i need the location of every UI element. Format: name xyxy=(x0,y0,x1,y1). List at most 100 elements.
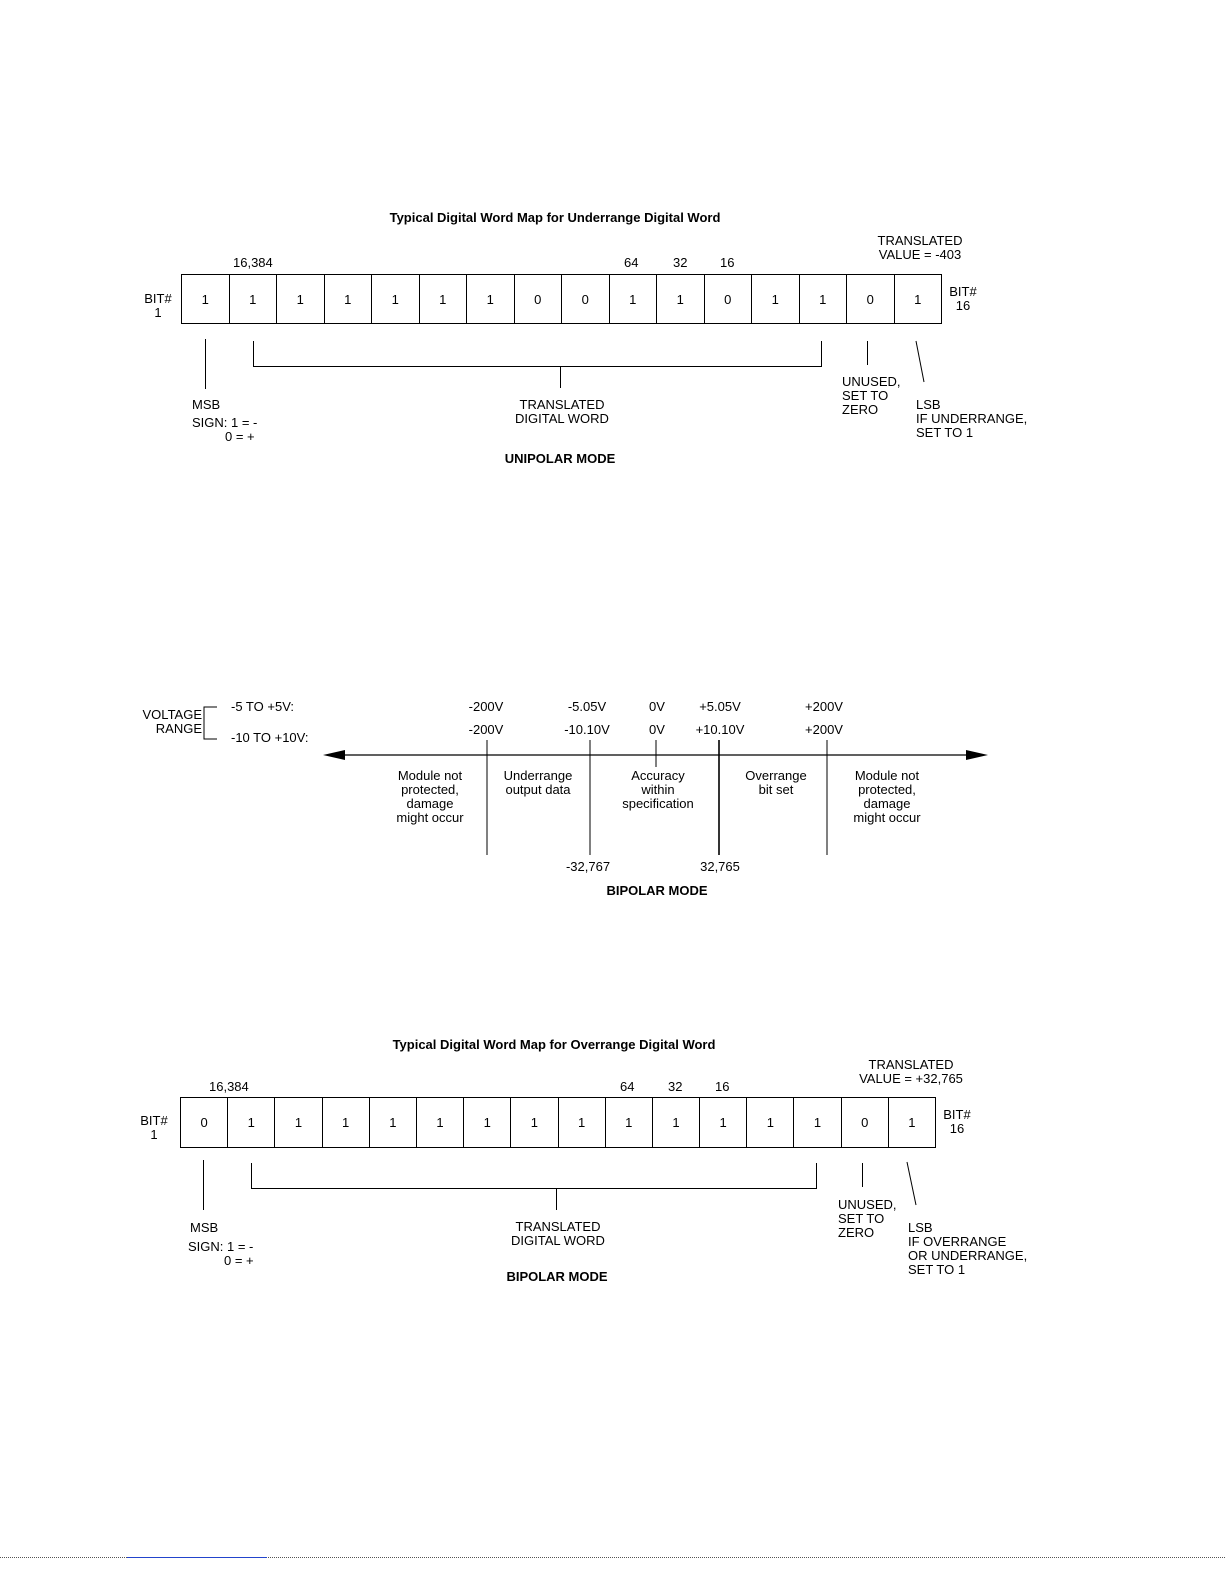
footer-link-underline xyxy=(127,1557,267,1558)
unipolar-sign-line2: 0 = + xyxy=(225,429,255,444)
bit-cell-6: 1 xyxy=(418,274,467,324)
bottom-label-negative: -32,767 xyxy=(565,859,611,874)
bipolar-sign-line1: SIGN: 1 = - xyxy=(188,1239,254,1254)
bit-cell-2: 1 xyxy=(228,274,277,324)
bipolar-weight-32: 32 xyxy=(668,1079,683,1094)
region-overrange: Overrange bit set xyxy=(745,768,807,797)
bipolar-bracket-bar xyxy=(251,1188,817,1189)
bipolar-unused-leader xyxy=(862,1163,863,1187)
unipolar-lsb-label: LSB IF UNDERRANGE, SET TO 1 xyxy=(916,397,1028,440)
bipolar-weight-16384: 16,384 xyxy=(209,1079,249,1094)
bit-cell-13: 1 xyxy=(751,274,800,324)
top-label-5v-5: +200V xyxy=(805,699,843,714)
bit-cell-10: 1 xyxy=(608,274,657,324)
bipolar-msb-label: MSB xyxy=(190,1220,219,1235)
bipolar-weight-64: 64 xyxy=(620,1079,635,1094)
bipolar-bit-last: BIT# 16 xyxy=(943,1107,971,1136)
unipolar-bracket-left xyxy=(253,341,254,367)
bit-cell-14: 1 xyxy=(793,1097,842,1148)
unipolar-msb-leader xyxy=(205,339,206,389)
bit-cell-2: 1 xyxy=(227,1097,276,1148)
bit-cell-16: 1 xyxy=(887,1097,936,1148)
unipolar-bracket-bar xyxy=(253,366,822,367)
bit-cell-7: 1 xyxy=(466,274,515,324)
unipolar-msb-label: MSB xyxy=(192,397,221,412)
bit-cell-12: 0 xyxy=(703,274,752,324)
bipolar-sign-line2: 0 = + xyxy=(224,1253,254,1268)
unipolar-translated-value: TRANSLATED VALUE = -403 xyxy=(877,233,963,262)
bipolar-title: Typical Digital Word Map for Overrange D… xyxy=(392,1037,716,1052)
bit-cell-5: 1 xyxy=(368,1097,417,1148)
top-label-10v-1: -200V xyxy=(468,722,504,737)
bit-cell-8: 0 xyxy=(513,274,562,324)
unipolar-unused-leader xyxy=(867,341,868,365)
bit-cell-5: 1 xyxy=(371,274,420,324)
bipolar-bracket-left xyxy=(251,1163,252,1189)
bipolar-axis-mode-label: BIPOLAR MODE xyxy=(606,883,708,898)
unipolar-mode-label: UNIPOLAR MODE xyxy=(504,451,616,466)
bit-cell-8: 1 xyxy=(510,1097,559,1148)
bit-cell-15: 0 xyxy=(840,1097,889,1148)
bit-cell-4: 1 xyxy=(321,1097,370,1148)
bipolar-msb-leader xyxy=(203,1160,204,1210)
voltage-range-label: VOLTAGE RANGE xyxy=(142,707,202,736)
region-module-unprotected-right: Module not protected, damage might occur xyxy=(853,768,921,825)
unipolar-title: Typical Digital Word Map for Underrange … xyxy=(389,210,721,225)
range-bracket xyxy=(203,706,217,740)
bipolar-mode-label: BIPOLAR MODE xyxy=(506,1269,608,1284)
bit-cell-3: 1 xyxy=(274,1097,323,1148)
unipolar-bracket-right xyxy=(821,341,822,367)
region-module-unprotected-left: Module not protected, damage might occur xyxy=(396,768,464,825)
bit-cell-6: 1 xyxy=(415,1097,465,1148)
top-label-10v-4: +10.10V xyxy=(695,722,745,737)
top-label-10v-5: +200V xyxy=(805,722,843,737)
unipolar-weight-32: 32 xyxy=(673,255,688,270)
unipolar-translated-word: TRANSLATED DIGITAL WORD xyxy=(515,397,609,426)
bipolar-bracket-right xyxy=(816,1163,817,1189)
bit-cell-9: 0 xyxy=(561,274,610,324)
bipolar-weight-16: 16 xyxy=(715,1079,730,1094)
bit-cell-4: 1 xyxy=(323,274,372,324)
bit-cell-14: 1 xyxy=(798,274,847,324)
bit-cell-1: 1 xyxy=(181,274,230,324)
axis-arrow-left xyxy=(323,750,345,760)
bit-cell-9: 1 xyxy=(557,1097,606,1148)
unipolar-lsb-leader xyxy=(915,340,925,383)
unipolar-bit-last: BIT# 16 xyxy=(949,284,977,313)
range-10v-label: -10 TO +10V: xyxy=(231,730,309,745)
bit-cell-10: 1 xyxy=(604,1097,653,1148)
top-label-10v-2: -10.10V xyxy=(564,722,610,737)
unipolar-weight-16384: 16,384 xyxy=(233,255,273,270)
unipolar-sign-line1: SIGN: 1 = - xyxy=(192,415,258,430)
top-label-5v-3: 0V xyxy=(649,699,665,714)
unipolar-bit-first: BIT# 1 xyxy=(144,291,172,320)
page-footer-rule xyxy=(0,1557,1225,1559)
top-label-5v-2: -5.05V xyxy=(567,699,607,714)
bit-cell-11: 1 xyxy=(651,1097,701,1148)
bipolar-lsb-leader xyxy=(906,1161,917,1206)
bipolar-translated-word: TRANSLATED DIGITAL WORD xyxy=(511,1219,605,1248)
top-label-5v-4: +5.05V xyxy=(699,699,741,714)
bipolar-unused-label: UNUSED, SET TO ZERO xyxy=(838,1197,897,1240)
bit-cell-13: 1 xyxy=(746,1097,795,1148)
unipolar-weight-64: 64 xyxy=(624,255,639,270)
bit-cell-1: 0 xyxy=(180,1097,229,1148)
range-5v-label: -5 TO +5V: xyxy=(231,699,294,714)
top-label-10v-3: 0V xyxy=(649,722,665,737)
bipolar-bit-first: BIT# 1 xyxy=(140,1113,168,1142)
bit-cell-11: 1 xyxy=(656,274,705,324)
bit-cell-3: 1 xyxy=(276,274,325,324)
bipolar-lsb-label: LSB IF OVERRANGE OR UNDERRANGE, SET TO 1 xyxy=(908,1220,1028,1277)
bottom-label-positive: 32,765 xyxy=(700,859,740,874)
top-label-5v-1: -200V xyxy=(468,699,504,714)
unipolar-weight-16: 16 xyxy=(720,255,735,270)
unipolar-unused-label: UNUSED, SET TO ZERO xyxy=(842,374,901,417)
unipolar-bracket-stem xyxy=(560,366,561,388)
bipolar-bracket-stem xyxy=(556,1188,557,1210)
bit-cell-16: 1 xyxy=(893,274,942,324)
axis-arrow-right xyxy=(966,750,988,760)
region-underrange: Underrange output data xyxy=(503,768,573,797)
bit-cell-15: 0 xyxy=(846,274,895,324)
